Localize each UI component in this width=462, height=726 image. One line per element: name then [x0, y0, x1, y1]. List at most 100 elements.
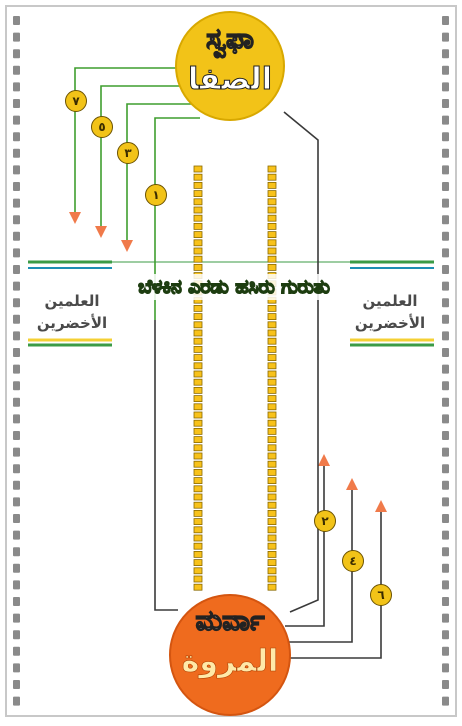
lap1-descent	[154, 320, 178, 611]
tick	[13, 331, 20, 341]
column-dash	[193, 493, 203, 501]
column-dash	[193, 575, 203, 583]
column-dash	[267, 444, 277, 452]
column-dash	[267, 198, 277, 206]
tick	[442, 597, 449, 606]
column-dash	[267, 345, 277, 353]
tick	[442, 281, 449, 291]
tick	[13, 414, 20, 424]
tick	[13, 364, 20, 374]
column-dash	[193, 583, 203, 591]
tick	[13, 563, 20, 573]
column-dash	[267, 493, 277, 501]
column-dash	[193, 436, 203, 444]
up-arrow	[346, 478, 358, 490]
tick	[442, 680, 449, 689]
column-dash	[193, 501, 203, 509]
column-dash	[193, 477, 203, 485]
tick	[13, 530, 20, 540]
tick	[442, 381, 449, 391]
tick	[13, 447, 20, 457]
column-dash	[267, 239, 277, 247]
column-dash	[267, 231, 277, 239]
column-dash	[193, 395, 203, 403]
tick	[442, 497, 449, 507]
tick	[442, 696, 449, 706]
bottom-station-circle	[170, 595, 290, 715]
column-dash	[193, 255, 203, 263]
column-dash	[193, 362, 203, 370]
column-dash	[267, 329, 277, 337]
lap-return-right	[283, 111, 319, 613]
bottom-station-arabic-name: المروة	[181, 644, 279, 680]
tick	[442, 314, 449, 324]
tick	[13, 381, 20, 391]
column-dash	[193, 551, 203, 558]
tick	[13, 165, 20, 175]
lap-number-7: ٧	[65, 90, 87, 112]
column-dash	[193, 329, 203, 337]
column-dash	[193, 542, 203, 550]
column-dash	[267, 583, 277, 591]
column-dash	[193, 509, 203, 517]
tick	[13, 480, 20, 490]
tick	[13, 613, 20, 623]
right-tick-strip	[442, 16, 449, 706]
column-dash	[267, 518, 277, 525]
lap-number-2: ٢	[314, 510, 336, 532]
column-dash	[193, 214, 203, 222]
gray-leg	[285, 490, 353, 643]
green-leg	[154, 117, 200, 320]
tick	[13, 215, 20, 225]
tick	[442, 663, 449, 673]
tick	[442, 464, 449, 474]
tick	[13, 680, 20, 689]
tick	[442, 298, 449, 308]
tick	[13, 663, 20, 673]
tick	[442, 265, 449, 274]
tick	[442, 364, 449, 374]
tick	[442, 480, 449, 490]
column-dash	[267, 575, 277, 583]
column-dash	[267, 509, 277, 517]
up-arrow	[318, 454, 330, 466]
tick	[13, 32, 20, 42]
column-dash	[267, 255, 277, 263]
tick	[13, 16, 20, 25]
column-dash	[267, 485, 277, 493]
right-marker-line1: العلمين	[362, 292, 418, 310]
tick	[442, 148, 449, 158]
tick	[442, 431, 449, 440]
column-dash	[193, 427, 203, 435]
tick	[442, 165, 449, 175]
column-dash	[193, 222, 203, 230]
tick	[442, 231, 449, 241]
column-dash	[267, 304, 277, 312]
tick	[442, 348, 449, 357]
column-dash	[193, 386, 203, 394]
column-dash	[267, 263, 277, 271]
bottom-station-kannada-name: ಮರ್ವಾ	[195, 603, 265, 637]
column-dash	[267, 452, 277, 460]
tick	[442, 447, 449, 457]
column-dash	[193, 370, 203, 378]
column-dash	[267, 222, 277, 230]
column-dash	[267, 386, 277, 394]
column-dash	[193, 190, 203, 198]
column-dash	[193, 313, 203, 321]
column-dash	[193, 403, 203, 411]
tick	[442, 248, 449, 258]
top-station-kannada-name: ಸ್ವಫಾ	[206, 21, 255, 55]
tick	[442, 613, 449, 623]
column-dash	[267, 427, 277, 435]
column-dash	[267, 526, 277, 534]
column-dash	[267, 313, 277, 321]
tick	[13, 298, 20, 308]
tick	[442, 414, 449, 424]
column-dash	[193, 198, 203, 206]
column-dash	[267, 354, 277, 362]
column-dash	[193, 345, 203, 353]
column-dash	[193, 337, 203, 345]
tick	[442, 182, 449, 191]
column-dash	[267, 362, 277, 370]
